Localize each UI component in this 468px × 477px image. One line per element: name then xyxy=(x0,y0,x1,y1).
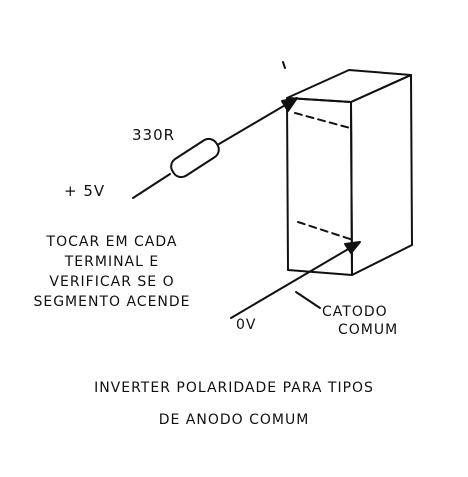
catode-label-line-1: CATODO xyxy=(322,304,388,320)
ground-label: 0V xyxy=(236,317,257,333)
instruction-line-3: VERIFICAR SE O xyxy=(49,274,175,290)
catode-label-line-2: COMUM xyxy=(338,322,399,338)
display-block xyxy=(286,69,413,276)
instruction-line-4: SEGMENTO ACENDE xyxy=(33,294,191,310)
segment-bottom-dash xyxy=(297,221,354,241)
instruction-line-2: TERMINAL E xyxy=(64,254,160,270)
footer-line-1: INVERTER POLARIDADE PARA TIPOS xyxy=(94,380,374,396)
display-front-face xyxy=(286,97,353,276)
wire-supply xyxy=(132,173,171,199)
ground-arrowhead xyxy=(344,241,361,254)
resistor xyxy=(170,137,220,179)
segment-top-dash xyxy=(294,112,351,129)
probe-arrowhead xyxy=(281,97,298,112)
footer-line-2: DE ANODO COMUM xyxy=(158,412,310,428)
display-top-face xyxy=(286,69,412,103)
instruction-line-1: TOCAR EM CADA xyxy=(46,234,178,250)
supply-voltage-label: + 5V xyxy=(64,182,106,200)
instruction-text: TOCAR EM CADA TERMINAL E VERIFICAR SE O … xyxy=(4,232,220,312)
wire-to-display xyxy=(218,103,288,145)
resistor-label: 330R xyxy=(132,126,176,144)
catode-leader-line xyxy=(295,291,321,309)
corner-tick xyxy=(282,61,286,69)
wire-ground xyxy=(230,247,351,319)
display-side-face xyxy=(350,74,413,276)
